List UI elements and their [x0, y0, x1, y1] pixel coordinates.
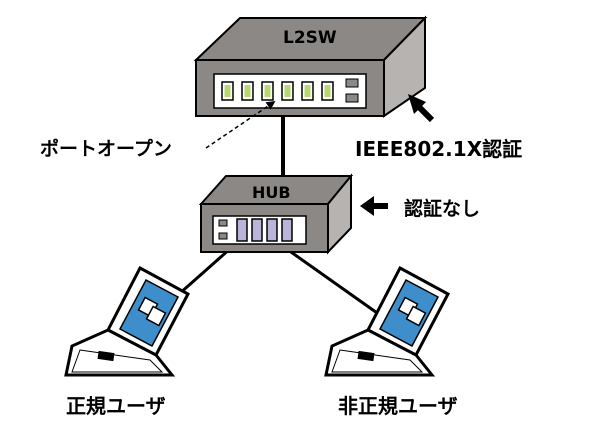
ieee-auth-label: IEEE802.1X認証 [355, 137, 523, 161]
hub-port [281, 218, 293, 242]
l2sw-label: L2SW [283, 28, 337, 48]
no-auth-label: 認証なし [404, 198, 481, 220]
hub-port [236, 218, 248, 242]
hub-device [198, 173, 354, 255]
legit-user-laptop-icon [64, 265, 191, 377]
illegit-user-label: 非正規ユーザ [338, 394, 458, 418]
hub-port [251, 218, 263, 242]
no-auth-arrow-icon [360, 196, 388, 216]
l2sw-port-led [241, 81, 254, 101]
ieee-arrow-icon [408, 94, 435, 123]
l2sw-device [193, 15, 428, 118]
l2sw-port-led [281, 81, 294, 101]
l2sw-port-led [221, 81, 234, 101]
legit-user-label: 正規ユーザ [66, 394, 166, 418]
illegit-user-laptop-icon [324, 265, 451, 377]
hub-port [266, 218, 278, 242]
hub-label: HUB [252, 183, 291, 202]
l2sw-port-led [301, 81, 314, 101]
l2sw-port-led [321, 81, 334, 101]
port-open-label: ポートオープン [40, 138, 172, 160]
l2sw-port-led [261, 81, 274, 101]
